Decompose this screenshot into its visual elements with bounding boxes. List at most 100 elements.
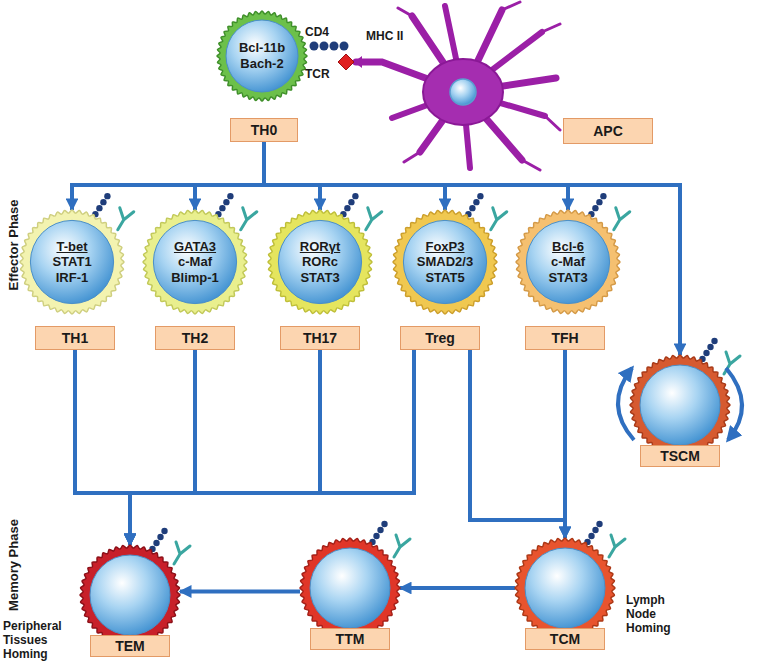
cell-circle: TSCM bbox=[630, 355, 730, 455]
cell-circle: TCM bbox=[515, 538, 615, 638]
cell-label: TEM bbox=[115, 638, 145, 655]
receptor-antibody bbox=[491, 208, 507, 230]
cd4-bead bbox=[340, 42, 349, 51]
cell-label: TH2 bbox=[182, 330, 208, 347]
cell-membrane bbox=[20, 210, 124, 314]
cell-label-box: TEM bbox=[90, 635, 170, 657]
differentiation-arrow bbox=[470, 350, 565, 538]
cell-membrane bbox=[300, 538, 400, 638]
transcription-factor: c-Maf bbox=[551, 254, 585, 270]
receptor-bead bbox=[348, 199, 354, 205]
master-regulator: GATA3 bbox=[174, 239, 216, 255]
label-box: TH17 bbox=[280, 326, 360, 350]
antigen-presenting-cell bbox=[356, 2, 560, 170]
label-box: Treg bbox=[400, 326, 480, 350]
cell-membrane bbox=[515, 538, 615, 638]
receptor-bead bbox=[96, 205, 102, 211]
cell-label-box: TSCM bbox=[640, 445, 720, 467]
receptor-antibody bbox=[614, 208, 630, 230]
phase-label: Memory Phase bbox=[7, 519, 22, 611]
differentiation-arrow bbox=[130, 350, 195, 545]
cell-label: Treg bbox=[425, 330, 455, 347]
receptor-bead bbox=[711, 338, 717, 344]
receptor-bead bbox=[344, 205, 350, 211]
cell-nucleus bbox=[153, 220, 236, 303]
differentiation-arrow bbox=[75, 350, 130, 545]
cell-label: TH1 bbox=[62, 330, 88, 347]
cell-body bbox=[300, 538, 400, 638]
cell-circle: Bcl-11bBach-2 bbox=[217, 11, 307, 101]
master-regulator: RORγt bbox=[300, 239, 340, 255]
master-regulator: FoxP3 bbox=[425, 239, 464, 255]
tcr-mhc-synapse bbox=[338, 54, 362, 70]
transcription-factor: RORc bbox=[302, 254, 338, 270]
differentiation-arrow bbox=[264, 142, 680, 355]
differentiation-arrow bbox=[130, 350, 414, 545]
cell-nucleus bbox=[310, 548, 390, 628]
receptor-bead bbox=[219, 205, 225, 211]
differentiation-arrow bbox=[563, 350, 567, 538]
label-box: TH2 bbox=[155, 326, 235, 350]
cell-label: TH17 bbox=[303, 330, 337, 347]
receptor-bead bbox=[477, 193, 483, 199]
differentiation-arrow bbox=[130, 350, 320, 545]
cell-nucleus bbox=[640, 365, 720, 445]
cell-label: TSCM bbox=[660, 448, 700, 465]
receptor-bead bbox=[227, 193, 233, 199]
cell-nucleus bbox=[526, 220, 609, 303]
transcription-factor: Bach-2 bbox=[240, 56, 283, 72]
receptor-bead bbox=[352, 193, 358, 199]
receptor-bead bbox=[381, 521, 387, 527]
receptor-antibody bbox=[174, 542, 190, 564]
cell-membrane bbox=[393, 210, 497, 314]
differentiation-arrow bbox=[264, 142, 320, 210]
receptor-bead bbox=[473, 199, 479, 205]
receptor-bead bbox=[596, 199, 602, 205]
cell-circle: FoxP3SMAD2/3STAT5 bbox=[393, 210, 497, 314]
cell-label: TH0 bbox=[251, 122, 277, 139]
cell-nucleus bbox=[525, 548, 605, 628]
transcription-factor: STAT3 bbox=[300, 270, 339, 286]
transcription-factor: c-Maf bbox=[178, 254, 212, 270]
differentiation-arrow bbox=[180, 590, 300, 594]
cell-membrane bbox=[80, 545, 180, 645]
label-box: TFH bbox=[525, 326, 605, 350]
surface-receptors bbox=[92, 193, 740, 564]
transcription-factor: Bcl-11b bbox=[239, 40, 285, 56]
receptor-antibody bbox=[394, 535, 410, 557]
cell-body bbox=[515, 538, 615, 638]
homing-note: Peripheral Tissues Homing bbox=[3, 620, 77, 661]
cell-membrane bbox=[268, 210, 372, 314]
molecule-label: TCR bbox=[305, 68, 330, 82]
receptor-bead bbox=[157, 534, 163, 540]
receptor-bead bbox=[373, 533, 379, 539]
cd4-bead bbox=[330, 42, 339, 51]
transcription-factor: STAT3 bbox=[548, 270, 587, 286]
cd4-bead bbox=[310, 42, 319, 51]
receptor-antibody bbox=[241, 208, 257, 230]
cell-nucleus bbox=[30, 220, 113, 303]
cell-nucleus bbox=[226, 20, 298, 92]
cell-membrane bbox=[217, 11, 307, 101]
cd4-coreceptor bbox=[310, 42, 349, 51]
molecule-label: MHC II bbox=[366, 30, 403, 44]
cell-nucleus bbox=[90, 555, 170, 635]
receptor-bead bbox=[153, 540, 159, 546]
differentiation-arrow bbox=[195, 142, 264, 210]
label-box: TH1 bbox=[35, 326, 115, 350]
receptor-bead bbox=[707, 344, 713, 350]
differentiation-arrow bbox=[264, 142, 568, 210]
molecule-label: CD4 bbox=[305, 26, 329, 40]
cell-label: TFH bbox=[551, 330, 578, 347]
transcription-factor: STAT1 bbox=[52, 254, 91, 270]
cell-membrane bbox=[630, 355, 730, 455]
master-regulator: Bcl-6 bbox=[552, 239, 584, 255]
receptor-bead bbox=[223, 199, 229, 205]
receptor-bead bbox=[592, 527, 598, 533]
receptor-bead bbox=[104, 193, 110, 199]
receptor-bead bbox=[592, 205, 598, 211]
cell-circle: TEM bbox=[80, 545, 180, 645]
receptor-bead bbox=[703, 350, 709, 356]
receptor-bead bbox=[161, 528, 167, 534]
transcription-factor: STAT5 bbox=[425, 270, 464, 286]
